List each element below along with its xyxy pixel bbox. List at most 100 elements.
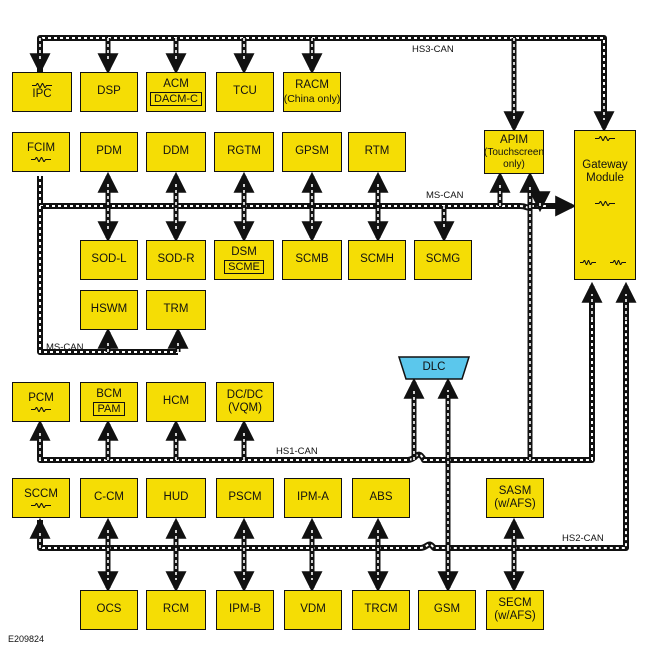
module-apim: APIM (Touchscreen only) — [484, 130, 544, 174]
module-c-cm: C-CM — [80, 478, 138, 518]
terminator-icon — [32, 83, 52, 89]
bus-hs1-dash — [39, 300, 593, 461]
bus-ms-upper — [37, 176, 566, 211]
module-label: GPSM — [295, 145, 329, 158]
module-rgtm: RGTM — [214, 132, 274, 172]
module-note: only) — [503, 158, 525, 170]
module-gateway: Gateway Module — [574, 130, 636, 280]
module-label: TCU — [233, 85, 257, 98]
module-acm: ACM DACM-C — [146, 72, 206, 112]
module-label: SCMB — [295, 253, 329, 266]
terminator-icon — [31, 502, 51, 508]
module-racm: RACM (China only) — [283, 72, 341, 112]
module-scmb: SCMB — [282, 240, 342, 280]
module-pscm: PSCM — [216, 478, 274, 518]
module-label: Gateway — [582, 159, 628, 171]
terminator-icon — [610, 260, 630, 266]
module-ipm-a: IPM-A — [284, 478, 342, 518]
module-rcm: RCM — [146, 590, 206, 630]
terminator-icon — [31, 406, 51, 412]
module-note: (w/AFS) — [494, 498, 536, 510]
module-hswm: HSWM — [80, 290, 138, 330]
module-label: DDM — [162, 145, 190, 158]
module-scmg: SCMG — [414, 240, 472, 280]
module-bcm: BCM PAM — [80, 382, 138, 422]
module-dcdc: DC/DC (VQM) — [216, 382, 274, 422]
module-label: DC/DC — [226, 388, 264, 401]
module-note: (VQM) — [228, 402, 262, 414]
module-hcm: HCM — [146, 382, 206, 422]
terminator-icon — [580, 260, 600, 266]
module-hud: HUD — [146, 478, 206, 518]
module-label: SOD-L — [91, 253, 127, 266]
bus-ms-lower-dash — [39, 206, 178, 353]
module-label: SCMG — [425, 253, 461, 266]
module-label: FCIM — [26, 142, 56, 155]
bus-label-ms-lower: MS-CAN — [46, 342, 84, 353]
bus-label-hs1: HS1-CAN — [276, 446, 318, 457]
module-label: Module — [586, 172, 624, 185]
module-tcu: TCU — [216, 72, 274, 112]
module-ipc: IPC — [12, 72, 72, 112]
module-note: (China only) — [283, 92, 341, 105]
module-label: PDM — [96, 145, 122, 158]
module-label: HUD — [163, 491, 189, 504]
dlc-label: DLC — [422, 361, 446, 373]
module-label: C-CM — [93, 491, 125, 504]
dlc-connector — [398, 356, 470, 380]
module-sub-label: DACM-C — [150, 91, 202, 107]
module-label: RTM — [364, 145, 390, 158]
module-label: SCMH — [360, 253, 394, 266]
module-ddm: DDM — [146, 132, 206, 172]
module-label: DSM — [231, 245, 257, 258]
module-trcm: TRCM — [352, 590, 410, 630]
module-sod-r: SOD-R — [146, 240, 206, 280]
module-label: TRM — [163, 303, 189, 316]
terminator-icon — [595, 201, 615, 207]
bus-hs3-dash — [39, 37, 605, 126]
module-label: SECM — [498, 596, 532, 609]
module-scmh: SCMH — [348, 240, 406, 280]
module-sub-label: PAM — [93, 401, 125, 417]
terminator-icon — [595, 136, 615, 141]
bus-label-hs2: HS2-CAN — [562, 533, 604, 544]
module-label: IPC — [32, 88, 52, 101]
bus-label-hs3: HS3-CAN — [412, 44, 454, 55]
module-label: ACM — [163, 77, 189, 90]
module-label: RGTM — [227, 145, 261, 158]
module-pcm: PCM — [12, 382, 70, 422]
module-abs: ABS — [352, 478, 410, 518]
bus-drops — [29, 38, 637, 593]
gateway-bottom-terminators — [575, 260, 635, 266]
module-label: OCS — [96, 603, 122, 616]
module-gsm: GSM — [418, 590, 476, 630]
module-sub-label: SCME — [224, 259, 264, 275]
bus-label-ms-upper: MS-CAN — [426, 190, 464, 201]
module-ocs: OCS — [80, 590, 138, 630]
module-label: SOD-R — [157, 253, 195, 266]
figure-id: E209824 — [8, 634, 45, 644]
module-label: RACM — [295, 79, 329, 92]
module-dsp: DSP — [80, 72, 138, 112]
module-label: PCM — [28, 392, 54, 405]
module-label: GSM — [433, 603, 461, 616]
module-label: IPM-A — [297, 491, 329, 504]
bus-hs2-dash — [39, 300, 627, 549]
module-label: APIM — [499, 133, 529, 146]
module-sasm: SASM (w/AFS) — [486, 478, 544, 518]
terminator-icon — [31, 156, 51, 162]
bus-ms-upper-dash — [39, 176, 566, 209]
module-label: BCM — [96, 387, 122, 400]
module-label: PSCM — [228, 491, 262, 504]
module-note: (w/AFS) — [494, 610, 536, 622]
module-sccm: SCCM — [12, 478, 70, 518]
module-label: RCM — [162, 603, 190, 616]
module-vdm: VDM — [284, 590, 342, 630]
module-label: SASM — [498, 484, 532, 497]
module-dsm: DSM SCME — [214, 240, 274, 280]
module-label: ABS — [369, 491, 393, 504]
module-sod-l: SOD-L — [80, 240, 138, 280]
module-label: DSP — [97, 85, 121, 98]
module-ipm-b: IPM-B — [216, 590, 274, 630]
